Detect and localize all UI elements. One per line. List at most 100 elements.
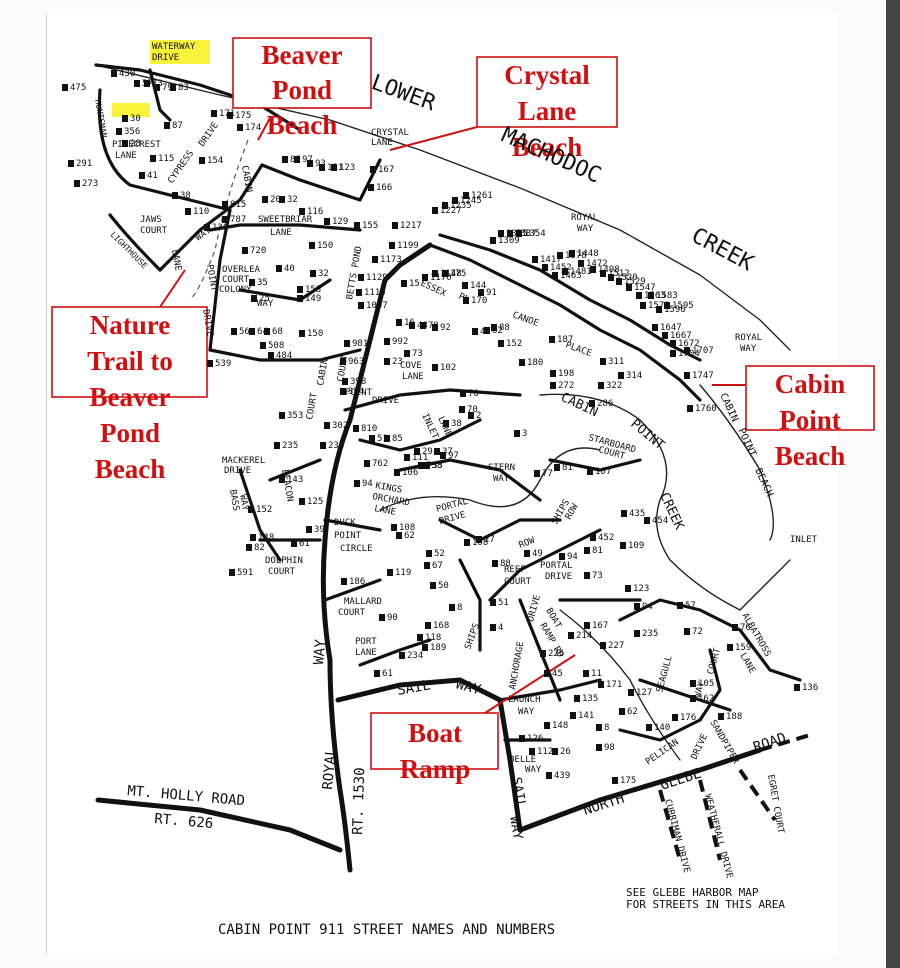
house-number: 29 (422, 447, 433, 457)
house-lot-marker (690, 680, 696, 687)
house-lot-marker (164, 122, 170, 129)
house-number: 1173 (380, 255, 402, 265)
road-label: WAY (454, 676, 483, 698)
house-number: 452 (598, 533, 614, 543)
house-lot-marker (211, 110, 217, 117)
house-lot-marker (299, 208, 305, 215)
house-lot-marker (262, 196, 268, 203)
house-lot-marker (306, 526, 312, 533)
house-lot-marker (498, 230, 504, 237)
lot-30-highlight (112, 103, 150, 117)
house-number: 762 (372, 459, 388, 469)
road-label: POINT (334, 531, 362, 541)
house-lot-marker (664, 302, 670, 309)
house-lot-marker (418, 462, 424, 469)
house-number: 88 (499, 323, 510, 333)
road-label: NORTH (581, 791, 626, 819)
house-lot-marker (443, 420, 449, 427)
road-label: CURRIMAN DRIVE (662, 798, 691, 874)
road-label: DRIVE (197, 121, 221, 149)
house-lot-marker (229, 569, 235, 576)
house-lot-marker (463, 192, 469, 199)
house-lot-marker (170, 84, 176, 91)
house-number: 140 (654, 723, 670, 733)
water-label-lower: LOWER (368, 70, 439, 116)
house-lot-marker (354, 222, 360, 229)
house-lot-marker (310, 270, 316, 277)
road-label: DRIVE (690, 732, 711, 761)
road-label: WAY (693, 680, 707, 699)
house-lot-marker (139, 172, 145, 179)
house-number: 1227 (440, 206, 462, 216)
road-label: RT. 1530 (350, 767, 368, 835)
water-label-creek: CREEK (687, 223, 758, 277)
house-lot-marker (396, 532, 402, 539)
house-number: 45 (552, 669, 563, 679)
house-number: 118 (425, 633, 441, 643)
house-number: 1170 (430, 273, 452, 283)
house-number: 1199 (397, 241, 419, 251)
road-label: ROAD (751, 730, 788, 756)
house-number: 234 (407, 651, 423, 661)
house-number: 187 (557, 335, 573, 345)
house-lot-marker (299, 330, 305, 337)
house-lot-marker (340, 358, 346, 365)
callout-text: Crystal (504, 60, 590, 90)
map-title: CABIN POINT 911 STREET NAMES AND NUMBERS (218, 922, 555, 938)
house-lot-marker (459, 406, 465, 413)
house-number: 105 (698, 679, 714, 689)
road-label: LANE (371, 138, 393, 148)
house-number: 51 (377, 434, 388, 444)
road-label: KINGS (374, 481, 402, 496)
road-label: COURT (222, 275, 250, 285)
house-lot-marker (392, 222, 398, 229)
callout-text: Lane (518, 96, 577, 126)
house-lot-marker (524, 550, 530, 557)
house-lot-marker (634, 630, 640, 637)
house-number: 1472 (586, 259, 608, 269)
road-label: LANE (373, 504, 396, 518)
road-label: MALLARD (344, 597, 382, 607)
house-number: 4 (498, 623, 503, 633)
house-number: 15 (409, 279, 420, 289)
house-lot-marker (584, 572, 590, 579)
house-lot-marker (440, 452, 446, 459)
house-lot-marker (249, 279, 255, 286)
road-label: MACKEREL (222, 456, 265, 466)
house-lot-marker (620, 542, 626, 549)
road-label: COURT (305, 392, 320, 421)
house-number: 40 (284, 264, 295, 274)
house-number: 1097 (366, 301, 388, 311)
callout-boat-ramp: Boat Ramp (370, 654, 576, 784)
road-label: WATERWAY (152, 42, 196, 52)
road-label: OVERLEA (222, 265, 261, 275)
map-sheet (46, 14, 837, 954)
house-number: 8 (604, 723, 609, 733)
house-lot-marker (600, 270, 606, 277)
house-lot-marker (598, 681, 604, 688)
house-lot-marker (542, 264, 548, 271)
callout-crystal-lane-beach: Crystal Lane Beach (389, 56, 618, 162)
house-lot-marker (324, 422, 330, 429)
house-number: 85 (392, 434, 403, 444)
road-label: POINT (204, 264, 219, 293)
house-number: 135 (582, 694, 598, 704)
beach-label: CABIN (717, 392, 740, 424)
house-lot-marker (598, 382, 604, 389)
house-number: 56 (239, 327, 250, 337)
house-lot-marker (387, 569, 393, 576)
house-lot-marker (264, 328, 270, 335)
house-number: 83 (178, 83, 189, 93)
house-lot-marker (460, 390, 466, 397)
house-number: 1596 (664, 305, 686, 315)
house-number: 1115 (364, 288, 386, 298)
house-lot-marker (619, 708, 625, 715)
house-number: 508 (268, 341, 284, 351)
house-lot-marker (154, 84, 160, 91)
road-label: HUNTSMAN (93, 99, 109, 139)
house-number: 98 (604, 743, 615, 753)
road-label: SANDPIPER (707, 719, 740, 767)
house-lot-marker (404, 350, 410, 357)
road-label: PORTAL (540, 561, 573, 571)
house-number: 155 (362, 221, 378, 231)
